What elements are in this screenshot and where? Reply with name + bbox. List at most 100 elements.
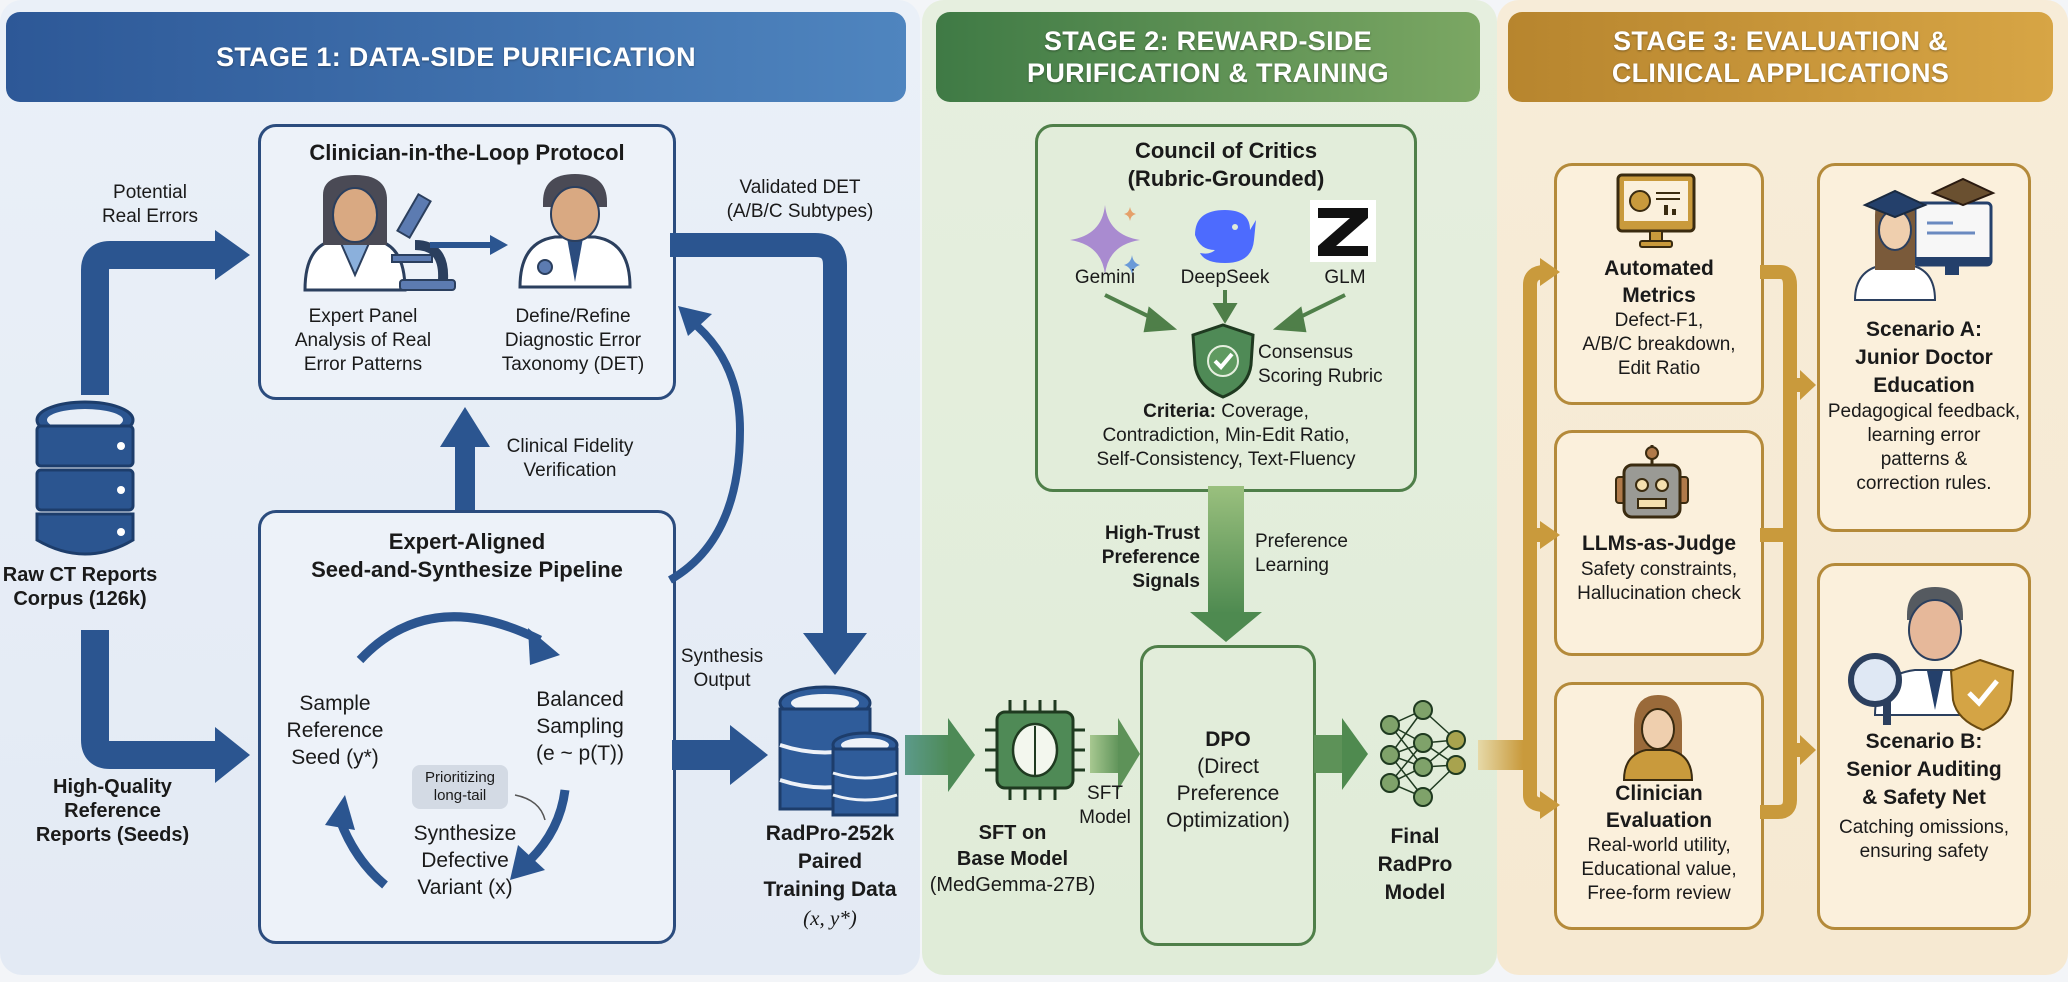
validated-det-label: Validated DET (A/B/C Subtypes): [700, 176, 900, 224]
cycle-arrow-right: [526, 789, 570, 864]
sft-model-label: SFT Model: [1075, 782, 1135, 830]
sample-seed-line2: Reference: [286, 719, 384, 742]
scenario-a-title-line3: Education: [1873, 374, 1975, 397]
critic-glm-label: GLM: [1324, 267, 1366, 288]
cycle-arrow-top: [356, 612, 543, 664]
define-refine-line1: Define/Refine: [515, 306, 631, 327]
arrow-clinical-fidelity: [455, 445, 475, 510]
brain-chip-icon: [985, 700, 1085, 800]
clinician-eval-desc-line2: Educational value,: [1581, 859, 1737, 880]
clinician-eval-title-line1: Clinician: [1615, 782, 1703, 805]
hq-reports-line1: High-Quality: [53, 776, 172, 798]
pipeline-title-line2: Seed-and-Synthesize Pipeline: [311, 557, 623, 582]
automated-desc-line1: Defect-F1,: [1614, 310, 1704, 331]
validated-det-line2: (A/B/C Subtypes): [726, 201, 874, 222]
scenario-b-desc-line2: ensuring safety: [1859, 841, 1989, 862]
expert-panel-line2: Analysis of Real: [294, 330, 432, 351]
scenario-b-title-line3: & Safety Net: [1862, 786, 1986, 809]
radpro-data-line4: (x, y*): [803, 906, 857, 930]
dpo-line2: (Direct: [1197, 755, 1259, 778]
synthesize-line1: Synthesize: [413, 822, 517, 845]
deepseek-icon: [1195, 210, 1256, 263]
dpo-line4: Optimization): [1166, 809, 1290, 832]
cycle-arrow-left: [335, 818, 388, 889]
prioritizing-line1: Prioritizing: [424, 769, 496, 786]
sft-model-line1: SFT: [1087, 783, 1123, 804]
dpo-line1: DPO: [1205, 728, 1251, 751]
high-trust-line3: Signals: [1132, 571, 1200, 592]
prioritizing-pointer: [514, 794, 546, 821]
consensus-line1: Consensus: [1258, 342, 1354, 363]
neural-network-icon: [1380, 700, 1466, 807]
validated-det-line1: Validated DET: [739, 177, 861, 198]
scenario-a-desc-line2: learning error: [1867, 425, 1981, 446]
arrow-potential-errors: [81, 241, 215, 395]
glm-icon: [1310, 200, 1376, 262]
council-title-line2: (Rubric-Grounded): [1127, 166, 1325, 191]
clinician-eval-desc-line1: Real-world utility,: [1587, 835, 1731, 856]
critic-arrows: [1104, 290, 1346, 333]
clinician-eval-title-line2: Evaluation: [1605, 809, 1713, 832]
stage3-banner: STAGE 3: EVALUATION &CLINICAL APPLICATIO…: [1508, 12, 2053, 102]
critic-gemini-label: Gemini: [1074, 267, 1136, 288]
scenario-a-title-line1: Scenario A:: [1866, 318, 1982, 341]
clinician-eval-desc-line3: Free-form review: [1587, 883, 1731, 904]
arrow-synthesis-output: [672, 740, 732, 770]
radpro-data-line2: Paired: [797, 850, 863, 873]
scenario-b-desc-line1: Catching omissions,: [1838, 817, 2010, 838]
arrow-sft-to-dpo: [1090, 735, 1120, 773]
scenario-a-desc-line4: correction rules.: [1856, 473, 1992, 494]
stage2-banner-line1: STAGE 2: REWARD-SIDE: [1043, 26, 1372, 56]
gemini-icon: [1070, 205, 1140, 275]
expert-panel-line3: Error Patterns: [303, 354, 423, 375]
sft-line1: SFT on: [978, 822, 1047, 844]
council-title: Council of Critics (Rubric-Grounded): [1035, 137, 1417, 193]
arrow-to-sft: [905, 735, 950, 775]
arrow-validated-det: [670, 233, 847, 635]
automated-desc-line3: Edit Ratio: [1617, 358, 1701, 379]
stage2-banner-line2: PURIFICATION & TRAINING: [1027, 58, 1389, 88]
synthesize-line3: Variant (x): [417, 876, 513, 899]
high-trust-line1: High-Trust: [1105, 523, 1200, 544]
eval-branch-right: [1760, 265, 1797, 819]
scenario-a-title-line2: Junior Doctor: [1855, 346, 1993, 369]
auditor-magnifier-shield-icon: [1848, 587, 2015, 732]
critic-deepseek-label: DeepSeek: [1180, 267, 1270, 288]
arrow-hq-seeds-head: [215, 727, 250, 783]
final-model-line2: RadPro: [1377, 853, 1453, 876]
balanced-line3: (e ~ p(T)): [535, 742, 625, 765]
scenario-a-desc-line3: patterns &: [1880, 449, 1968, 470]
llm-judge-title: LLMs-as-Judge: [1581, 532, 1736, 555]
radpro-data-line1: RadPro-252k: [765, 822, 895, 845]
raw-corpus-line2: Corpus (126k): [13, 588, 147, 610]
arrow-hq-seeds: [81, 630, 215, 769]
synthesize-line2: Defective: [421, 849, 509, 872]
automated-title-line2: Metrics: [1622, 284, 1696, 307]
define-refine-line3: Taxonomy (DET): [501, 354, 645, 375]
synthesis-output-line1: Synthesis: [680, 646, 764, 667]
stage1-banner-text: STAGE 1: DATA-SIDE PURIFICATION: [216, 41, 696, 72]
sft-model-line2: Model: [1079, 807, 1131, 828]
robot-icon: [1615, 445, 1689, 519]
council-title-line1: Council of Critics: [1134, 138, 1318, 163]
stage1-banner: STAGE 1: DATA-SIDE PURIFICATION: [6, 12, 906, 102]
sample-seed-line1: Sample: [299, 692, 371, 715]
clinical-fidelity-line2: Verification: [523, 460, 617, 481]
preference-learning-line2: Learning: [1255, 555, 1329, 576]
consensus-line2: Scoring Rubric: [1258, 366, 1383, 387]
